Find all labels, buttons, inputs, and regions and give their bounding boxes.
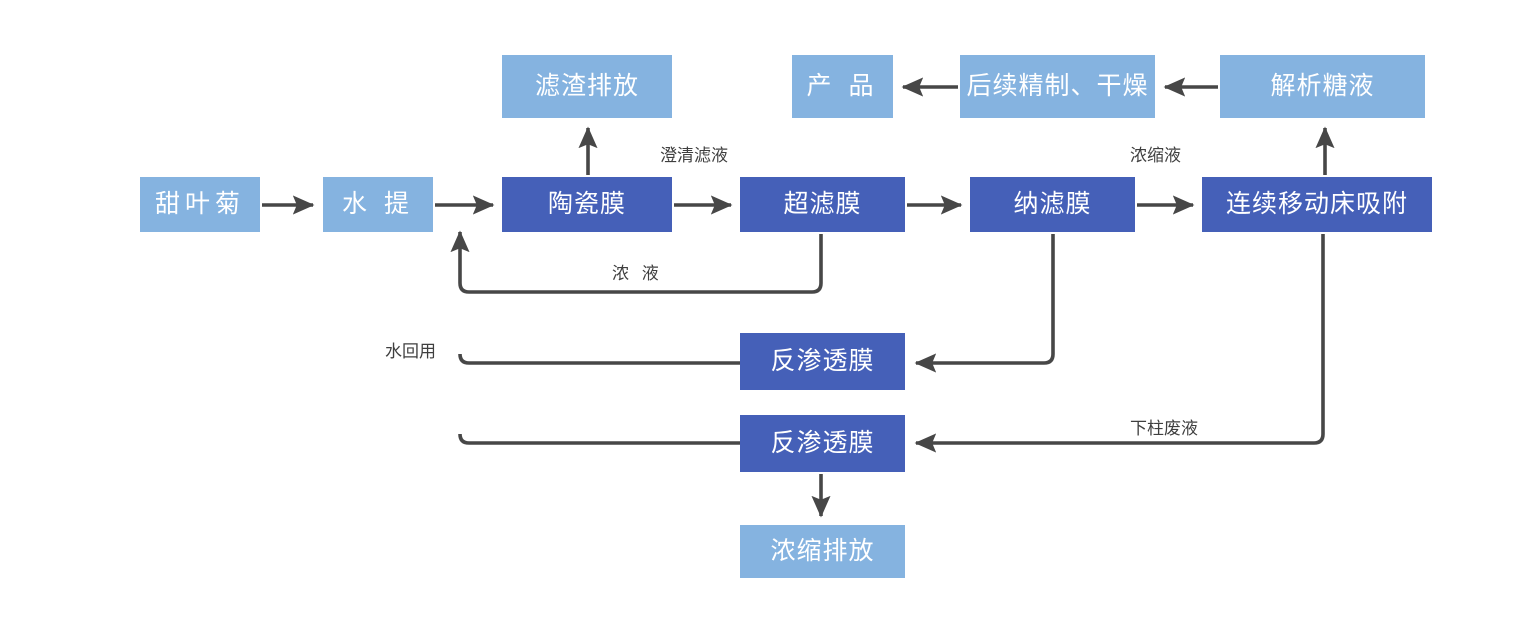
node-water-extraction[interactable]: 水 提 [323, 177, 433, 232]
node-continuous-moving-bed-adsorption[interactable]: 连续移动床吸附 [1202, 177, 1432, 232]
node-ultrafiltration-membrane[interactable]: 超滤膜 [740, 177, 905, 232]
node-ceramic-membrane[interactable]: 陶瓷膜 [502, 177, 672, 232]
node-residue-discharge[interactable]: 滤渣排放 [502, 55, 672, 118]
edge-label-clarified-filtrate: 澄清滤液 [660, 146, 728, 165]
node-product[interactable]: 产 品 [792, 55, 893, 118]
edge-nf-to-ro-upper [914, 234, 1055, 373]
edge-label-concentrate: 浓缩液 [1130, 146, 1181, 165]
edge-smb-to-ro-lower [914, 234, 1325, 453]
edge-ro-lower-recycle [458, 433, 740, 445]
node-stevia[interactable]: 甜叶菊 [140, 177, 260, 232]
edge-label-column-waste-liquid: 下柱废液 [1130, 419, 1198, 438]
node-concentrate-discharge[interactable]: 浓缩排放 [740, 525, 905, 578]
node-nanofiltration-membrane[interactable]: 纳滤膜 [970, 177, 1135, 232]
edge-label-thick-liquid: 浓 液 [612, 264, 663, 283]
edge-ro-upper-recycle [458, 353, 740, 365]
node-reverse-osmosis-membrane-lower[interactable]: 反渗透膜 [740, 415, 905, 472]
node-refining-drying[interactable]: 后续精制、干燥 [960, 55, 1155, 118]
edge-label-water-reuse: 水回用 [385, 342, 436, 361]
node-reverse-osmosis-membrane-upper[interactable]: 反渗透膜 [740, 333, 905, 390]
node-desorbed-sugar-liquid[interactable]: 解析糖液 [1220, 55, 1425, 118]
edge-uf-recycle-to-ceramic [450, 230, 823, 294]
